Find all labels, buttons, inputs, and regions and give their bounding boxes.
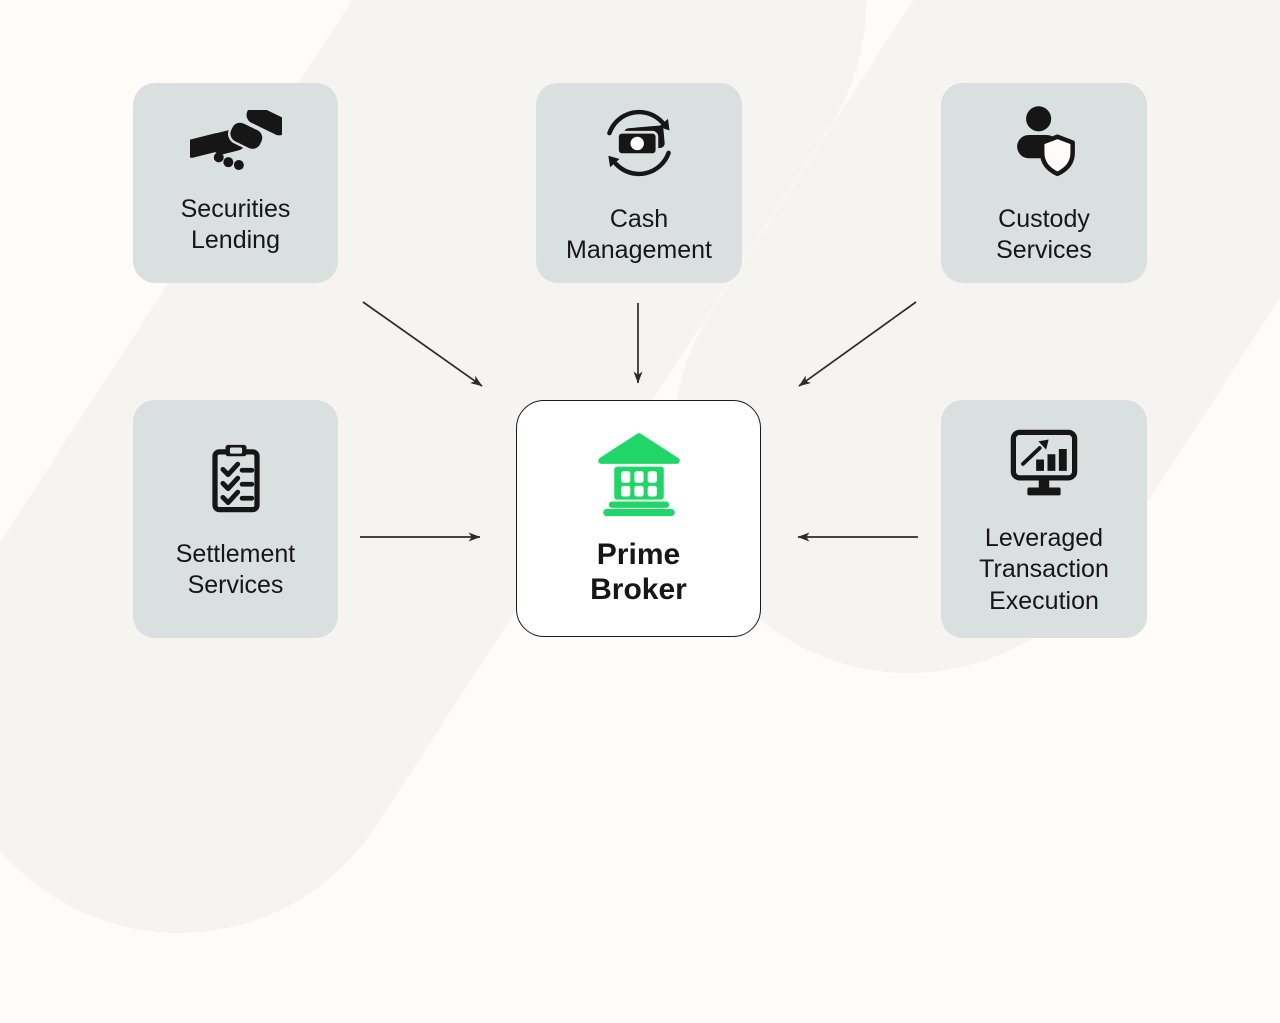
card-securities-lending: Securities Lending	[133, 83, 338, 283]
prime-broker-diagram: Securities Lending Cash Management Custo…	[133, 83, 1147, 638]
clipboard-checklist-icon	[211, 444, 260, 512]
card-label: Settlement Services	[175, 539, 296, 600]
card-label: Cash Management	[566, 204, 712, 265]
card-label: Securities Lending	[180, 194, 291, 255]
arrow-securities-lending-to-prime-broker	[362, 301, 483, 387]
user-shield-icon	[1017, 105, 1075, 176]
card-cash-management: Cash Management	[536, 83, 742, 283]
handshake-icon	[189, 109, 282, 170]
card-label: Leveraged Transaction Execution	[979, 523, 1109, 615]
monitor-growth-icon	[1010, 429, 1078, 496]
card-custody-services: Custody Services	[941, 83, 1147, 283]
center-node-label: Prime Broker	[590, 538, 687, 606]
card-settlement-services: Settlement Services	[133, 400, 338, 638]
card-leveraged-transaction-execution: Leveraged Transaction Execution	[941, 400, 1147, 638]
card-prime-broker: Prime Broker	[516, 400, 761, 637]
bank-icon	[597, 433, 680, 517]
cash-cycle-icon	[607, 109, 671, 176]
arrows-layer	[360, 301, 918, 542]
card-label: Custody Services	[996, 204, 1092, 265]
arrow-custody-services-to-prime-broker	[798, 301, 917, 387]
